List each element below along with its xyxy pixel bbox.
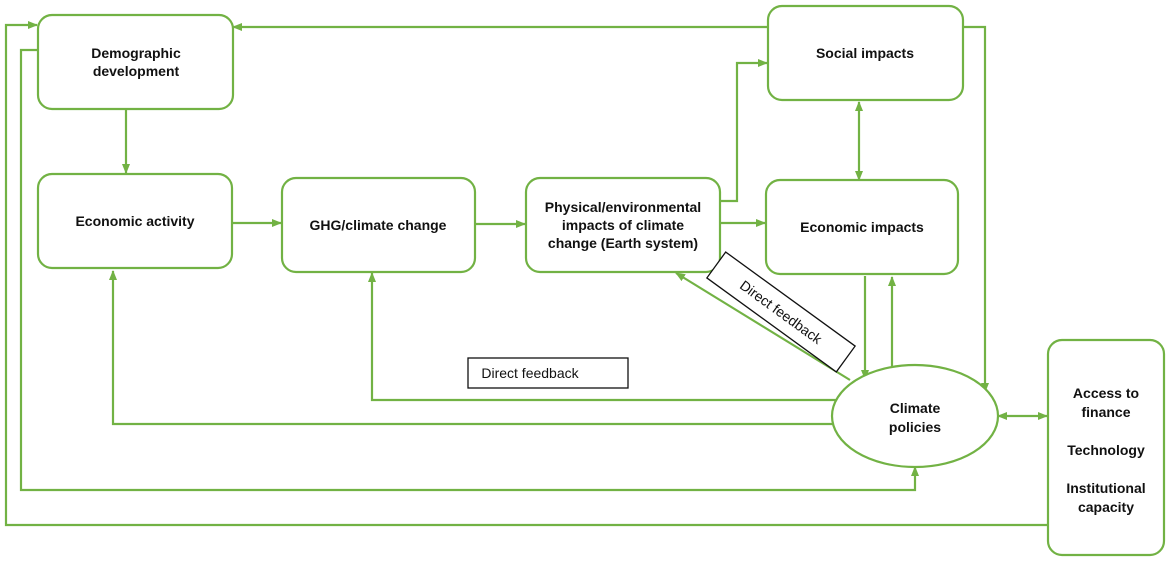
node-demographic-line-2: development <box>93 63 180 79</box>
label-direct-feedback-horizontal: Direct feedback <box>467 357 629 389</box>
node-physical-line-3: change (Earth system) <box>548 235 698 251</box>
edge-social-to-policies <box>963 25 989 393</box>
node-access-line-4: Technology <box>1067 442 1145 458</box>
node-social: Social impacts <box>766 4 965 102</box>
node-economic-activity-line-1: Economic activity <box>75 213 194 229</box>
edge-policies-to-physical <box>675 272 851 381</box>
node-access-line-7: capacity <box>1078 499 1134 515</box>
edge-access-to-demographic <box>4 21 1048 527</box>
edge-policies-to-ghg <box>368 272 842 402</box>
edges <box>4 21 1048 527</box>
node-economic-activity: Economic activity <box>36 172 234 270</box>
node-physical: Physical/environmental impacts of climat… <box>524 176 722 274</box>
node-economic-impacts-line-1: Economic impacts <box>800 219 924 235</box>
node-access-line-6: Institutional <box>1066 480 1145 496</box>
edge-demographic-to-policies <box>19 48 919 492</box>
edge-policies-to-economic-activity <box>109 270 834 426</box>
node-social-line-1: Social impacts <box>816 45 914 61</box>
node-ghg-line-1: GHG/climate change <box>310 217 447 233</box>
node-climate-policies-line-1: Climate <box>890 400 941 416</box>
node-physical-line-2: impacts of climate <box>562 217 684 233</box>
node-demographic-line-1: Demographic <box>91 45 181 61</box>
label-direct-feedback-horizontal-text: Direct feedback <box>481 365 579 381</box>
node-demographic: Demographic development <box>36 13 235 111</box>
node-climate-policies: Climate policies <box>830 363 1000 469</box>
node-access-line-2: finance <box>1081 404 1130 420</box>
node-physical-line-1: Physical/environmental <box>545 199 701 215</box>
node-climate-policies-line-2: policies <box>889 419 941 435</box>
node-access-line-1: Access to <box>1073 385 1139 401</box>
node-access: Access to finance Technology Institution… <box>1046 338 1166 557</box>
node-ghg: GHG/climate change <box>280 176 477 274</box>
edge-physical-to-social <box>720 59 768 203</box>
node-economic-impacts: Economic impacts <box>764 178 960 276</box>
